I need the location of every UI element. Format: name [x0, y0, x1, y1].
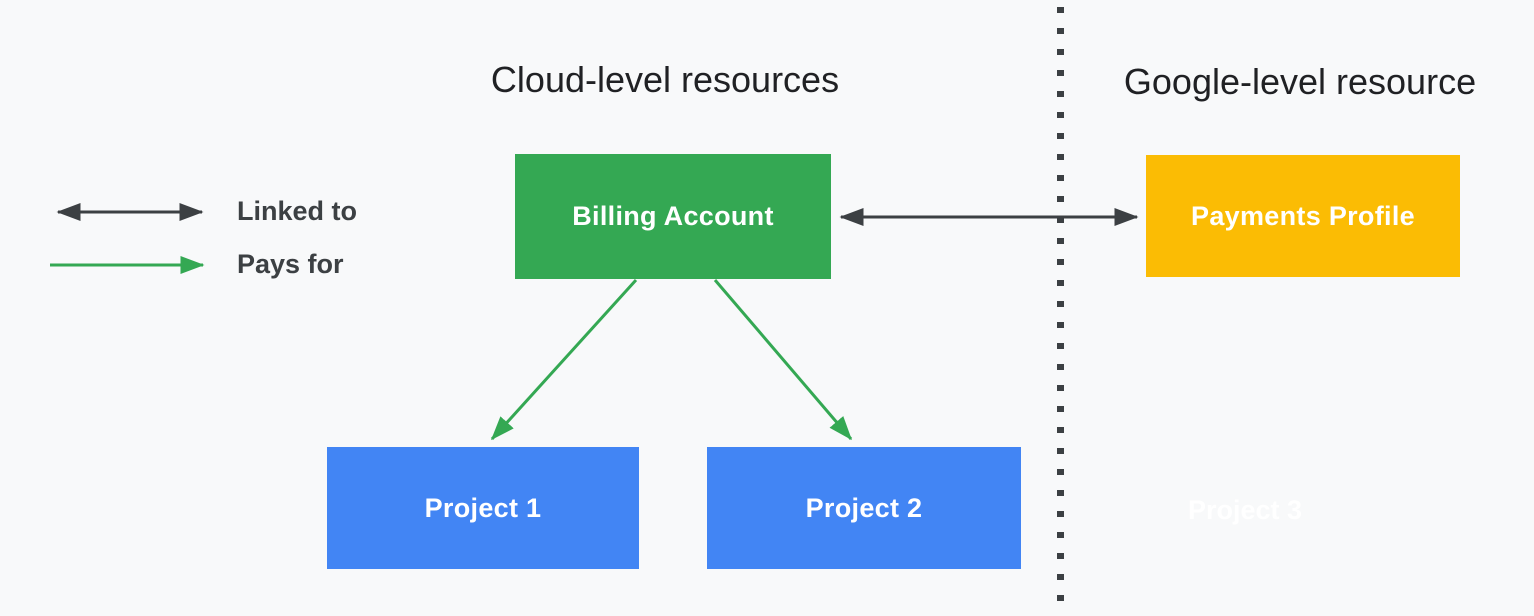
- legend-linked-to-label: Linked to: [237, 196, 357, 226]
- project-2-label: Project 2: [805, 492, 923, 523]
- edge-billing-project2-arrow: [713, 279, 853, 441]
- edge-billing-project1-arrow: [490, 278, 638, 441]
- project-1-node: Project 1: [327, 447, 639, 569]
- payments-profile-label: Payments Profile: [1191, 200, 1415, 231]
- project-1-label: Project 1: [424, 492, 542, 523]
- google-level-heading: Google-level resource: [1123, 61, 1477, 102]
- cloud-level-heading: Cloud-level resources: [490, 59, 840, 100]
- payments-profile-node: Payments Profile: [1146, 155, 1460, 277]
- project-2-node: Project 2: [707, 447, 1021, 569]
- project-3-label: Project 3: [1187, 495, 1303, 525]
- legend-pays-for-label: Pays for: [237, 249, 344, 279]
- billing-account-label: Billing Account: [572, 201, 774, 231]
- dotted-divider: [1057, 7, 1064, 612]
- billing-account-node: Billing Account: [515, 154, 831, 279]
